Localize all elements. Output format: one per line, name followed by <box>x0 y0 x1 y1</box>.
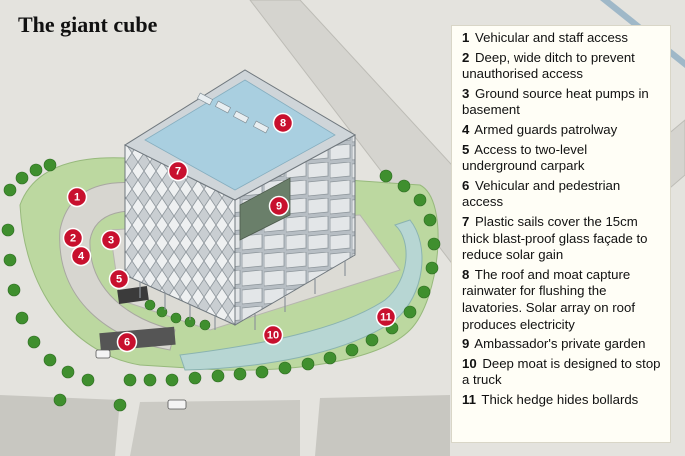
marker-number: 9 <box>276 201 282 213</box>
legend-item: 5 Access to two-level underground carpar… <box>462 142 670 175</box>
paving-block <box>315 395 450 456</box>
marker-number: 1 <box>74 192 80 204</box>
car <box>167 399 187 410</box>
marker-5: 5 <box>108 268 130 290</box>
legend-item: 8 The roof and moat capture rainwater fo… <box>462 267 670 333</box>
marker-circle <box>268 195 290 217</box>
legend-item: 1 Vehicular and staff access <box>462 30 670 47</box>
marker-1: 1 <box>66 186 88 208</box>
legend-text: Ground source heat pumps in basement <box>462 85 649 118</box>
legend-text: Armed guards patrolway <box>474 121 618 137</box>
legend-text: Access to two-level underground carpark <box>462 141 588 174</box>
marker-8: 8 <box>272 112 294 134</box>
car <box>95 349 111 359</box>
marker-circle <box>100 229 122 251</box>
legend-number: 8 <box>462 266 470 282</box>
marker-number: 11 <box>380 312 392 324</box>
marker-circle <box>66 186 88 208</box>
marker-number: 4 <box>78 251 85 263</box>
marker-number: 7 <box>175 166 181 178</box>
marker-number: 10 <box>267 330 279 342</box>
legend-number: 5 <box>462 141 470 157</box>
legend-number: 10 <box>462 355 477 371</box>
legend-text: Deep, wide ditch to prevent unauthorised… <box>462 49 635 82</box>
moat <box>179 219 423 371</box>
legend-number: 1 <box>462 30 470 45</box>
page-title: The giant cube <box>18 12 158 37</box>
marker-6: 6 <box>116 331 138 353</box>
legend-text: Ambassador's private garden <box>474 336 646 352</box>
legend-text: Plastic sails cover the 15cm thick blast… <box>462 213 648 263</box>
hedge <box>1 158 441 412</box>
legend-item: 9 Ambassador's private garden <box>462 336 670 353</box>
legend-number: 7 <box>462 213 470 229</box>
carpark-entrance <box>117 285 149 305</box>
legend-text: Vehicular and staff access <box>475 30 628 45</box>
marker-number: 6 <box>124 337 130 349</box>
marker-10: 10 <box>262 324 284 346</box>
marker-number: 3 <box>108 235 114 247</box>
legend: 1 Vehicular and staff access 2 Deep, wid… <box>452 26 670 442</box>
legend-item: 3 Ground source heat pumps in basement <box>462 86 670 119</box>
legend-item: 6 Vehicular and pedestrian access <box>462 178 670 211</box>
marker-circle <box>116 331 138 353</box>
marker-circle <box>62 227 84 249</box>
legend-number: 2 <box>462 49 470 65</box>
marker-4: 4 <box>70 245 92 267</box>
legend-number: 9 <box>462 336 470 352</box>
marker-number: 2 <box>70 233 76 245</box>
marker-circle <box>108 268 130 290</box>
solar-array <box>197 92 269 134</box>
legend-item: 4 Armed guards patrolway <box>462 122 670 139</box>
marker-circle <box>167 160 189 182</box>
marker-7: 7 <box>167 160 189 182</box>
marker-3: 3 <box>100 229 122 251</box>
columns <box>139 261 346 330</box>
marker-circle <box>70 245 92 267</box>
marker-number: 5 <box>116 274 122 286</box>
legend-number: 4 <box>462 121 470 137</box>
legend-text: Vehicular and pedestrian access <box>462 177 621 210</box>
legend-number: 3 <box>462 85 470 101</box>
legend-text: The roof and moat capture rainwater for … <box>462 266 635 332</box>
marker-11: 11 <box>375 306 397 328</box>
legend-item: 2 Deep, wide ditch to prevent unauthoris… <box>462 50 670 83</box>
paving-block <box>0 395 120 456</box>
legend-text: Thick hedge hides bollards <box>481 391 639 407</box>
legend-item: 10 Deep moat is designed to stop a truck <box>462 356 670 389</box>
paving-block <box>130 400 300 456</box>
marker-circle <box>272 112 294 134</box>
marker-circle <box>375 306 397 328</box>
markers: 1 2 3 4 5 6 7 8 9 10 11 <box>62 112 397 353</box>
legend-item: 11 Thick hedge hides bollards <box>462 392 670 409</box>
legend-number: 11 <box>462 391 476 407</box>
legend-text: Deep moat is designed to stop a truck <box>462 355 661 388</box>
marker-circle <box>262 324 284 346</box>
marker-9: 9 <box>268 195 290 217</box>
marker-number: 8 <box>280 118 286 130</box>
legend-item: 7 Plastic sails cover the 15cm thick bla… <box>462 214 670 264</box>
legend-number: 6 <box>462 177 470 193</box>
marker-2: 2 <box>62 227 84 249</box>
ambassador-garden <box>239 177 291 241</box>
